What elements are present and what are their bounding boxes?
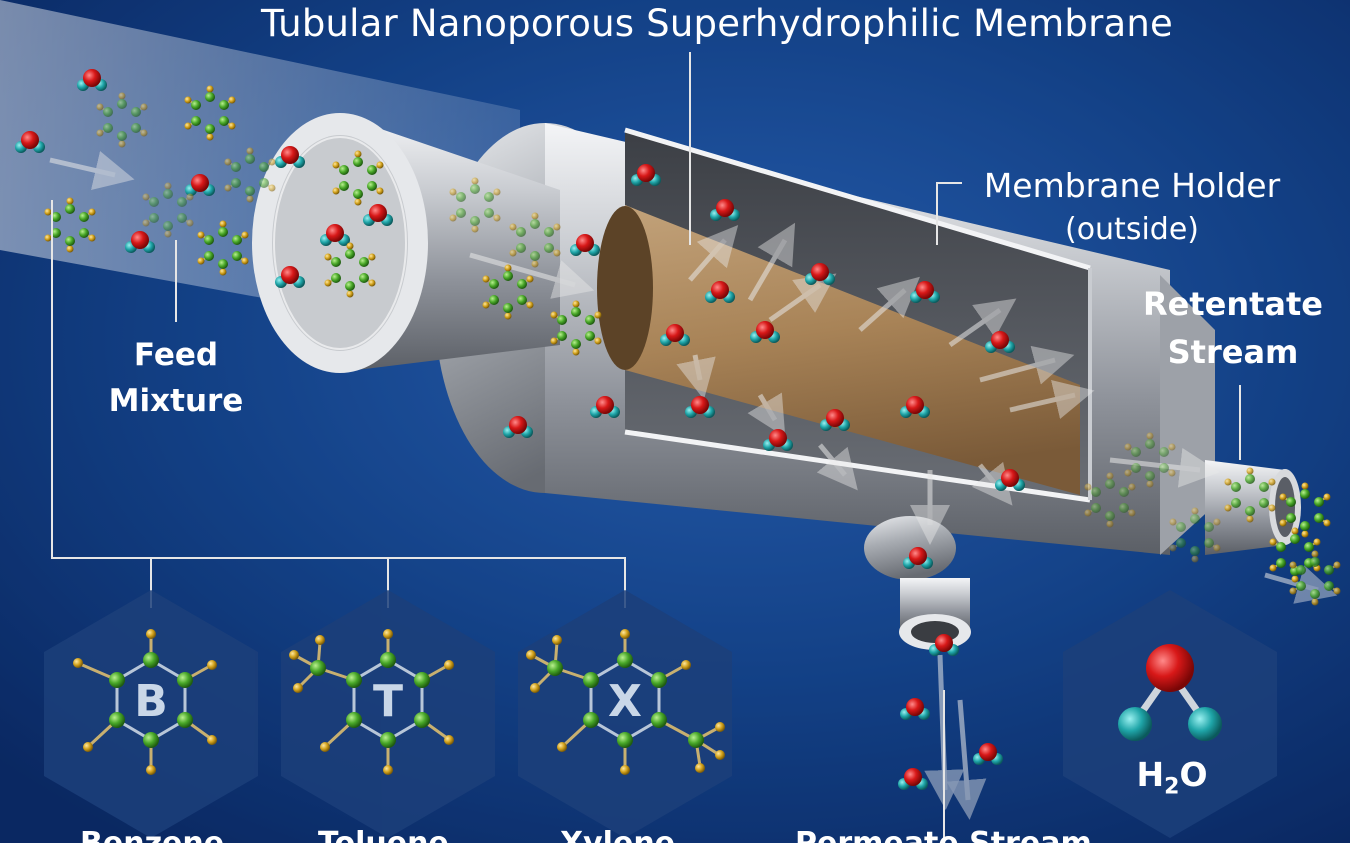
nanoporous-membrane [625, 205, 1080, 495]
xylene-caption: Xylene [560, 826, 675, 843]
flow-arrow-icon [49, 151, 1338, 820]
toluene-letter: T [372, 676, 403, 727]
feed-mixture-label: Feed Mixture [96, 332, 256, 424]
toluene-structure [289, 629, 454, 775]
feed-label-line1: Feed [133, 337, 219, 373]
feed-label-line2: Mixture [108, 383, 244, 419]
water-formula: H2O [1136, 755, 1208, 800]
permeate-stream-caption: Permeate Stream [795, 826, 1092, 843]
benzene-letter: B [134, 676, 168, 727]
benzene-caption: Benzene [80, 826, 224, 843]
water-molecule-large-icon [1118, 644, 1222, 741]
retentate-stream-label: Retentate Stream [1128, 280, 1338, 376]
toluene-caption: Toluene [318, 826, 449, 843]
hexagon-panels [44, 590, 1277, 838]
xylene-structure [526, 629, 725, 775]
membrane-holder-label: Membrane Holder (outside) [962, 164, 1302, 252]
holder-label-line2: (outside) [1064, 212, 1199, 247]
xylene-letter: X [608, 676, 642, 727]
holder-label-line1: Membrane Holder [983, 166, 1281, 205]
diagram-title: Tubular Nanoporous Superhydrophilic Memb… [261, 2, 1173, 45]
benzene-structure [73, 629, 217, 775]
retentate-label-line1: Retentate [1142, 285, 1323, 323]
retentate-label-line2: Stream [1167, 333, 1299, 371]
